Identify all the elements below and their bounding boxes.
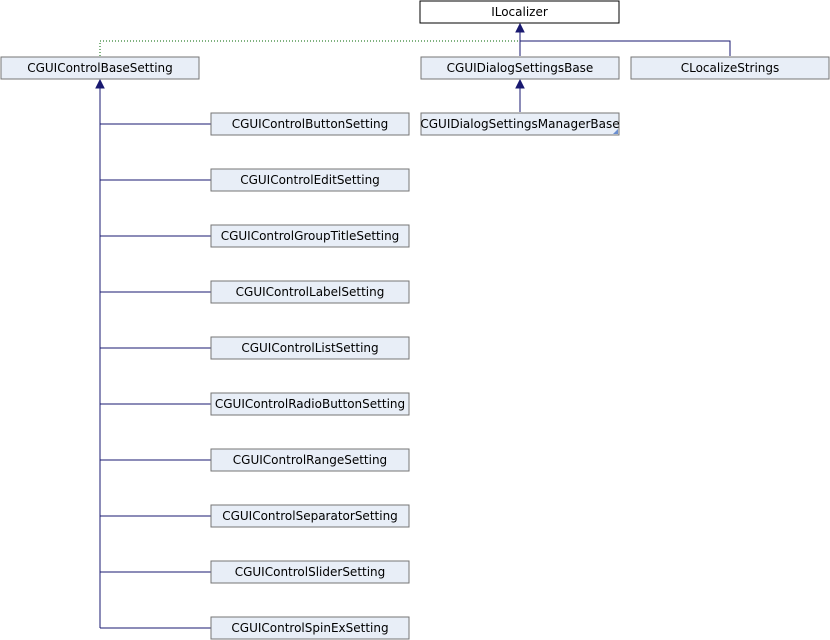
node-label: CGUIControlRangeSetting xyxy=(233,453,387,467)
node-range-setting[interactable]: CGUIControlRangeSetting xyxy=(210,448,410,472)
edges xyxy=(95,22,731,629)
node-dialog-manager-base[interactable]: CGUIDialogSettingsManagerBase xyxy=(420,112,620,136)
node-edit-setting[interactable]: CGUIControlEditSetting xyxy=(210,168,410,192)
node-dialog-base[interactable]: CGUIDialogSettingsBase xyxy=(420,56,620,80)
node-label: CGUIControlGroupTitleSetting xyxy=(221,229,400,243)
more-subclasses-icon xyxy=(613,129,618,134)
node-label: CGUIControlSliderSetting xyxy=(235,565,386,579)
node-label: CGUIControlSpinExSetting xyxy=(231,621,388,635)
node-label: CGUIControlButtonSetting xyxy=(232,117,389,131)
node-label: CGUIControlLabelSetting xyxy=(236,285,385,299)
node-label: CGUIControlEditSetting xyxy=(240,173,380,187)
node-label: CGUIDialogSettingsManagerBase xyxy=(420,117,619,131)
node-label: CGUIControlBaseSetting xyxy=(27,61,173,75)
node-group-title-setting[interactable]: CGUIControlGroupTitleSetting xyxy=(210,224,410,248)
node-slider-setting[interactable]: CGUIControlSliderSetting xyxy=(210,560,410,584)
arrowhead-base-setting xyxy=(95,78,105,89)
arrowhead-ilocalizer xyxy=(515,22,525,33)
node-ilocalizer[interactable]: ILocalizer xyxy=(419,0,620,24)
edge-base-setting-to-ilocalizer xyxy=(99,40,520,56)
edge-localize-strings-to-ilocalizer xyxy=(520,40,731,56)
node-separator-setting[interactable]: CGUIControlSeparatorSetting xyxy=(210,504,410,528)
node-label: CGUIControlRadioButtonSetting xyxy=(215,397,405,411)
node-button-setting[interactable]: CGUIControlButtonSetting xyxy=(210,112,410,136)
node-label: CGUIControlSeparatorSetting xyxy=(222,509,398,523)
node-radio-button-setting[interactable]: CGUIControlRadioButtonSetting xyxy=(210,392,410,416)
node-label: CGUIControlListSetting xyxy=(241,341,378,355)
node-list-setting[interactable]: CGUIControlListSetting xyxy=(210,336,410,360)
node-localize-strings[interactable]: CLocalizeStrings xyxy=(630,56,830,80)
arrowhead-dialog-base xyxy=(515,78,525,89)
node-label: CLocalizeStrings xyxy=(681,61,780,75)
node-spin-ex-setting[interactable]: CGUIControlSpinExSetting xyxy=(210,616,410,640)
node-base-setting[interactable]: CGUIControlBaseSetting xyxy=(0,56,200,80)
node-label: CGUIDialogSettingsBase xyxy=(447,61,594,75)
node-label-setting[interactable]: CGUIControlLabelSetting xyxy=(210,280,410,304)
node-label: ILocalizer xyxy=(491,5,548,19)
